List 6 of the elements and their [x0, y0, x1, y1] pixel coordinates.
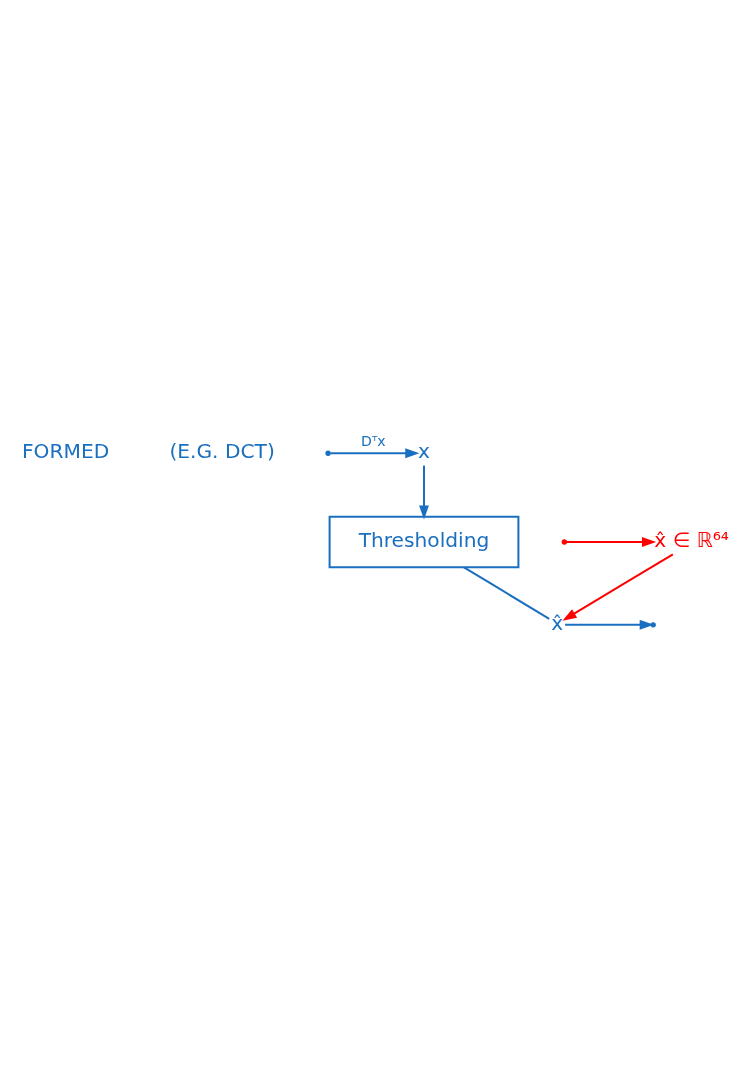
label: (E.G. DCT)	[169, 439, 275, 464]
node-text: x	[418, 439, 430, 464]
node-text: x̂	[551, 610, 564, 635]
label: FORMED	[21, 439, 110, 464]
node-text: x̂ ∈ ℝ⁶⁴	[654, 528, 729, 553]
edge-label: Dᵀx	[361, 433, 386, 450]
